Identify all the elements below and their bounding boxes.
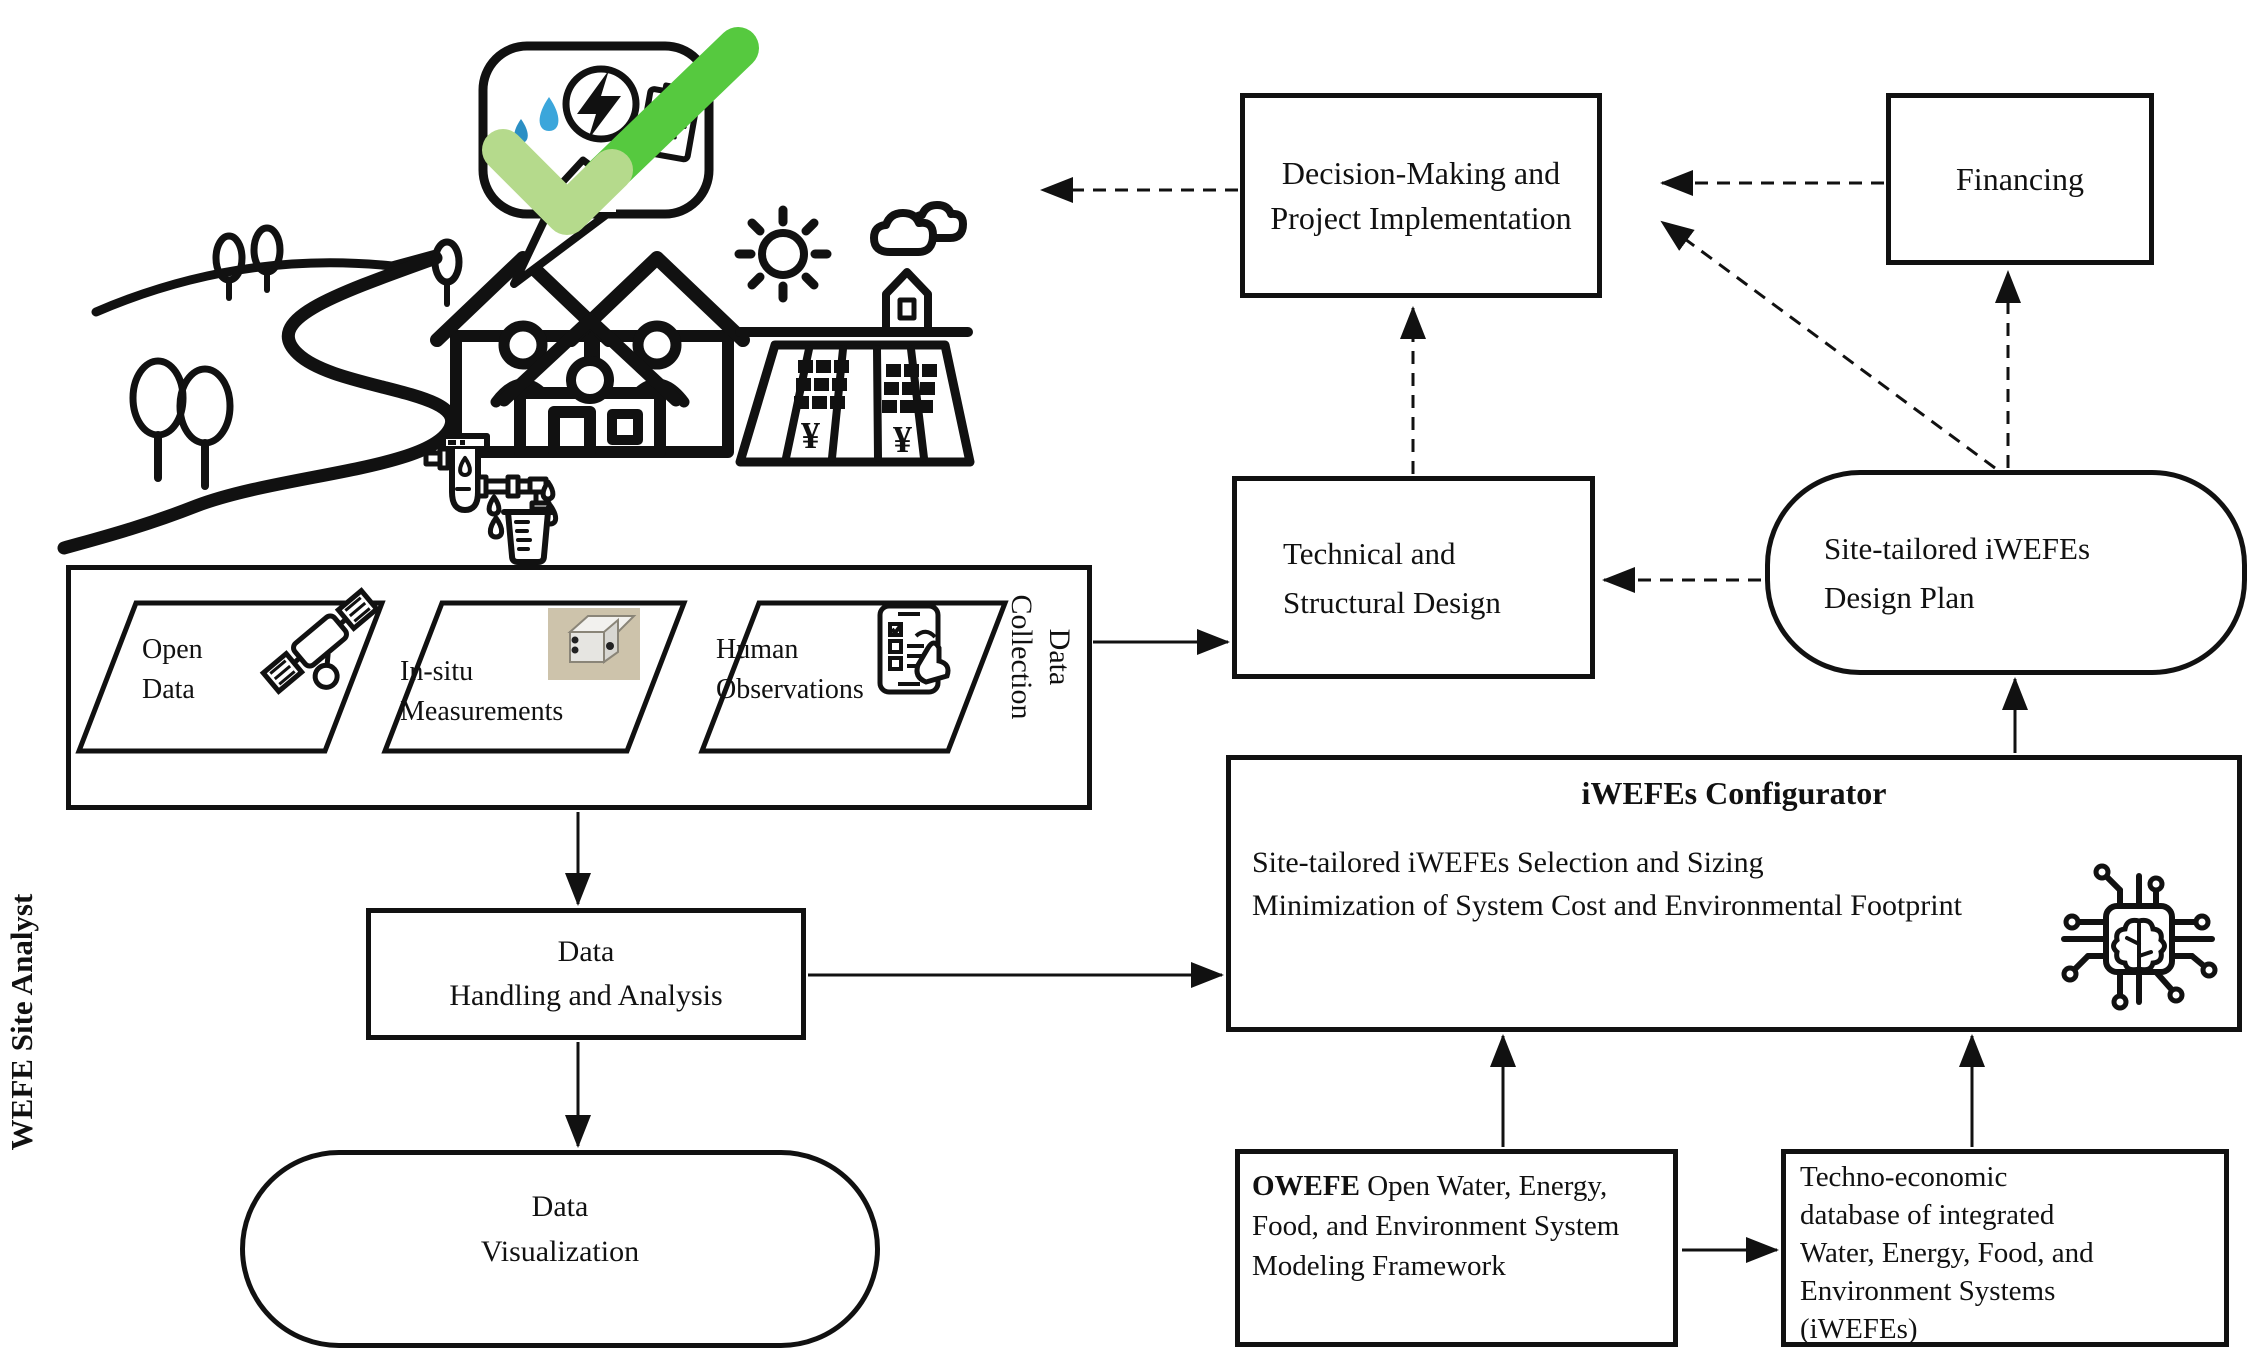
clipboard-icon bbox=[637, 82, 701, 163]
lightning-icon bbox=[562, 65, 640, 143]
church-icon bbox=[882, 268, 932, 336]
techno-db-label: Techno-economic database of integrated W… bbox=[1800, 1161, 2094, 1345]
hills-and-river-icon bbox=[57, 249, 458, 555]
node-design-plan: Site-tailored iWEFEs Design Plan bbox=[1765, 470, 2247, 675]
owefe-acronym: OWEFE bbox=[1252, 1170, 1360, 1202]
configurator-line2: Minimization of System Cost and Environm… bbox=[1252, 889, 1962, 922]
svg-text:¥: ¥ bbox=[801, 415, 820, 457]
node-financing: Financing bbox=[1886, 93, 2154, 265]
node-data-collection bbox=[66, 565, 1092, 810]
owefe-rest: Open Water, Energy, Food, and Environmen… bbox=[1252, 1170, 1620, 1282]
human-observations-label: Human Observations bbox=[716, 634, 864, 705]
cloud-icon bbox=[870, 201, 967, 256]
owefe-label: OWEFE Open Water, Energy, Food, and Envi… bbox=[1252, 1166, 1664, 1286]
beaker-icon bbox=[501, 509, 555, 565]
configurator-title: iWEFEs Configurator bbox=[1581, 775, 1887, 811]
node-technical-design: Technical and Structural Design bbox=[1232, 476, 1595, 679]
sun-icon bbox=[734, 205, 832, 303]
water-drop-icon bbox=[486, 479, 559, 540]
field-icon: ¥ ¥ bbox=[735, 327, 975, 467]
data-collection-label: Data Collection bbox=[1005, 594, 1076, 720]
house-icon bbox=[430, 251, 750, 458]
node-owefe bbox=[1235, 1149, 1678, 1347]
water-drop-icon bbox=[514, 97, 559, 143]
node-techno-db bbox=[1781, 1149, 2229, 1347]
open-data-label: Open Data bbox=[142, 634, 203, 705]
node-data-visualization: Data Visualization bbox=[240, 1150, 880, 1348]
node-configurator bbox=[1226, 755, 2242, 1032]
checkmark-icon bbox=[482, 27, 759, 235]
wefe-site-analyst-label: WEFE Site Analyst bbox=[4, 893, 39, 1151]
speech-bubble bbox=[478, 41, 714, 288]
node-data-handling: Data Handling and Analysis bbox=[366, 908, 806, 1040]
svg-text:¥: ¥ bbox=[893, 419, 912, 461]
water-pump-icon bbox=[423, 433, 559, 565]
node-decision-making: Decision-Making and Project Implementati… bbox=[1240, 93, 1602, 298]
tree-icon bbox=[129, 224, 463, 490]
village-illustration: ¥ ¥ bbox=[57, 27, 975, 565]
insitu-measurements-label: In-situ Measurements bbox=[400, 656, 564, 727]
configurator-line1: Site-tailored iWEFEs Selection and Sizin… bbox=[1252, 846, 1764, 879]
excavator-icon bbox=[556, 156, 603, 204]
